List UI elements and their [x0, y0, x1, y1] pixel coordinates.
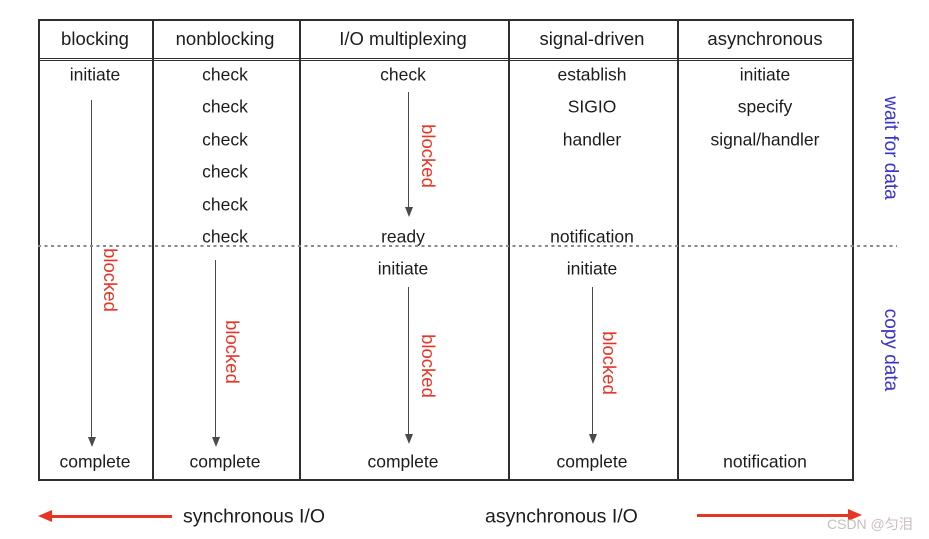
- step-check: check: [202, 64, 248, 85]
- blocked-label: blocked: [222, 320, 243, 384]
- step-notification: notification: [550, 226, 634, 247]
- down-arrow-icon: [592, 287, 594, 435]
- column-header-signal-driven: signal-driven: [539, 28, 645, 49]
- step-specify: specify: [737, 96, 793, 117]
- header-separator: [40, 58, 852, 61]
- column-divider: [677, 21, 679, 479]
- step-check: check: [202, 194, 248, 215]
- step-initiate: initiate: [377, 258, 429, 279]
- column-divider: [508, 21, 510, 479]
- step-initiate: initiate: [566, 258, 618, 279]
- step-check: check: [202, 129, 248, 150]
- column-header-nonblocking: nonblocking: [175, 28, 275, 49]
- column-header-multiplexing: I/O multiplexing: [339, 28, 467, 49]
- phase-label-copy-data: copy data: [880, 308, 901, 392]
- synchronous-io-label: synchronous I/O: [183, 505, 325, 528]
- column-divider: [152, 21, 154, 479]
- watermark: CSDN @匀泪: [827, 516, 913, 532]
- blocked-label: blocked: [418, 124, 439, 188]
- step-signal-handler: signal/handler: [710, 129, 820, 150]
- right-arrow-icon: [697, 509, 862, 522]
- blocked-label: blocked: [418, 334, 439, 398]
- io-models-table: blocking nonblocking I/O multiplexing si…: [38, 19, 854, 481]
- step-establish: establish: [557, 64, 627, 85]
- down-arrow-icon: [215, 260, 217, 438]
- step-check: check: [202, 96, 248, 117]
- column-divider: [299, 21, 301, 479]
- step-ready: ready: [381, 226, 425, 247]
- step-initiate: initiate: [739, 64, 791, 85]
- step-sigio: SIGIO: [567, 96, 617, 117]
- phase-divider-dashed-line: [38, 245, 897, 247]
- column-header-asynchronous: asynchronous: [707, 28, 823, 49]
- down-arrow-icon: [408, 287, 410, 435]
- left-arrow-icon: [38, 510, 172, 523]
- step-complete: complete: [189, 451, 261, 472]
- blocked-label: blocked: [100, 248, 121, 312]
- step-complete: complete: [556, 451, 628, 472]
- step-initiate: initiate: [69, 64, 121, 85]
- step-check: check: [202, 226, 248, 247]
- asynchronous-io-label: asynchronous I/O: [485, 505, 638, 528]
- step-complete: complete: [59, 451, 131, 472]
- step-complete: complete: [367, 451, 439, 472]
- step-handler: handler: [562, 129, 622, 150]
- down-arrow-icon: [91, 100, 93, 438]
- step-check: check: [202, 161, 248, 182]
- blocked-label: blocked: [599, 331, 620, 395]
- step-check: check: [380, 64, 426, 85]
- down-arrow-icon: [408, 92, 410, 208]
- column-header-blocking: blocking: [61, 28, 129, 49]
- step-notification: notification: [723, 451, 807, 472]
- phase-label-wait-for-data: wait for data: [880, 96, 901, 200]
